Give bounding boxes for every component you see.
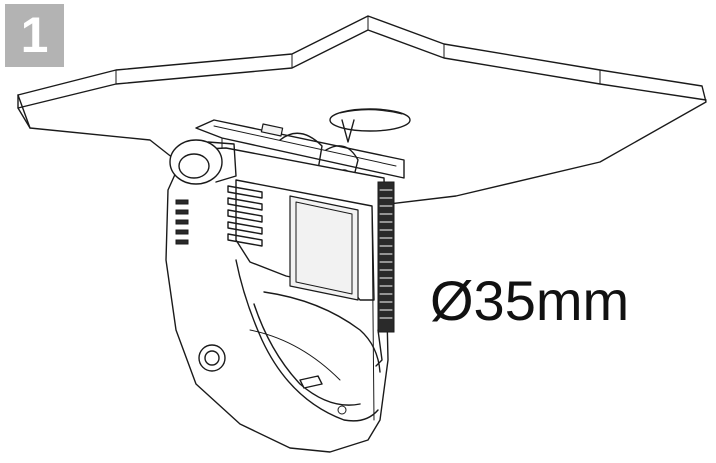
- left-vent-slots: [175, 199, 189, 245]
- ceiling-hole: [329, 108, 411, 132]
- step-number-badge: 1: [5, 4, 64, 67]
- camera-housing: [165, 147, 395, 453]
- cable-connector: [198, 344, 226, 372]
- hole-diameter-label: Ø35mm: [430, 269, 630, 332]
- front-cooling-fins: [227, 185, 263, 247]
- cable-ring: [169, 139, 237, 185]
- side-grille: [377, 181, 395, 333]
